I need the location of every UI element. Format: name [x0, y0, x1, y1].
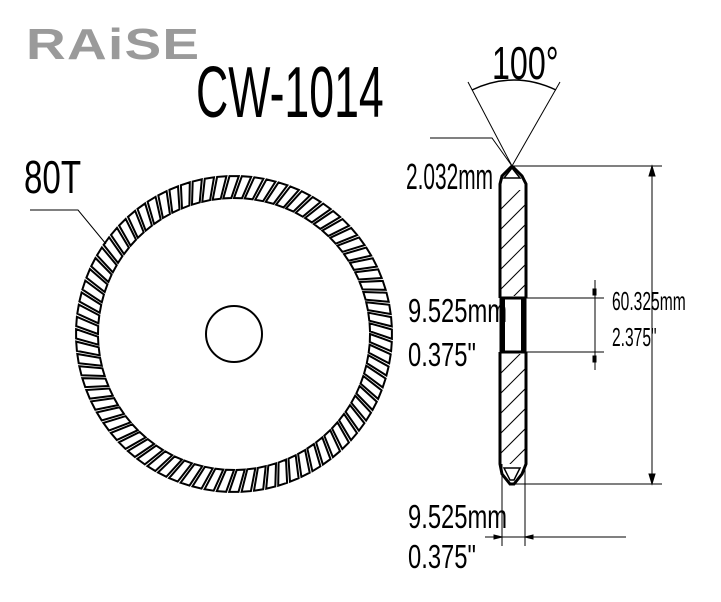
overall-height-dimension — [514, 164, 662, 486]
blade-teeth — [75, 175, 393, 493]
tip-width-label: 2.032mm — [406, 156, 494, 197]
thickness-mm-label: 9.525mm — [408, 498, 508, 535]
bore-mm-label: 9.525mm — [408, 292, 508, 329]
teeth-leader-line — [30, 209, 107, 245]
blade-side-view — [498, 164, 528, 486]
hub-in-label: 2.375" — [612, 322, 657, 352]
angle-dimension — [430, 79, 561, 167]
raise-logo: RAiSE — [26, 20, 201, 69]
bore-in-label: 0.375" — [408, 336, 476, 373]
arbor-hole — [205, 305, 263, 363]
model-title: CW-1014 — [196, 53, 384, 133]
thickness-in-label: 0.375" — [408, 538, 476, 575]
teeth-count-label: 80T — [24, 151, 82, 203]
blade-front-view — [75, 175, 393, 493]
thickness-dimension — [485, 464, 626, 546]
hub-dimension — [526, 280, 604, 370]
hub-mm-label: 60.325mm — [612, 286, 686, 316]
